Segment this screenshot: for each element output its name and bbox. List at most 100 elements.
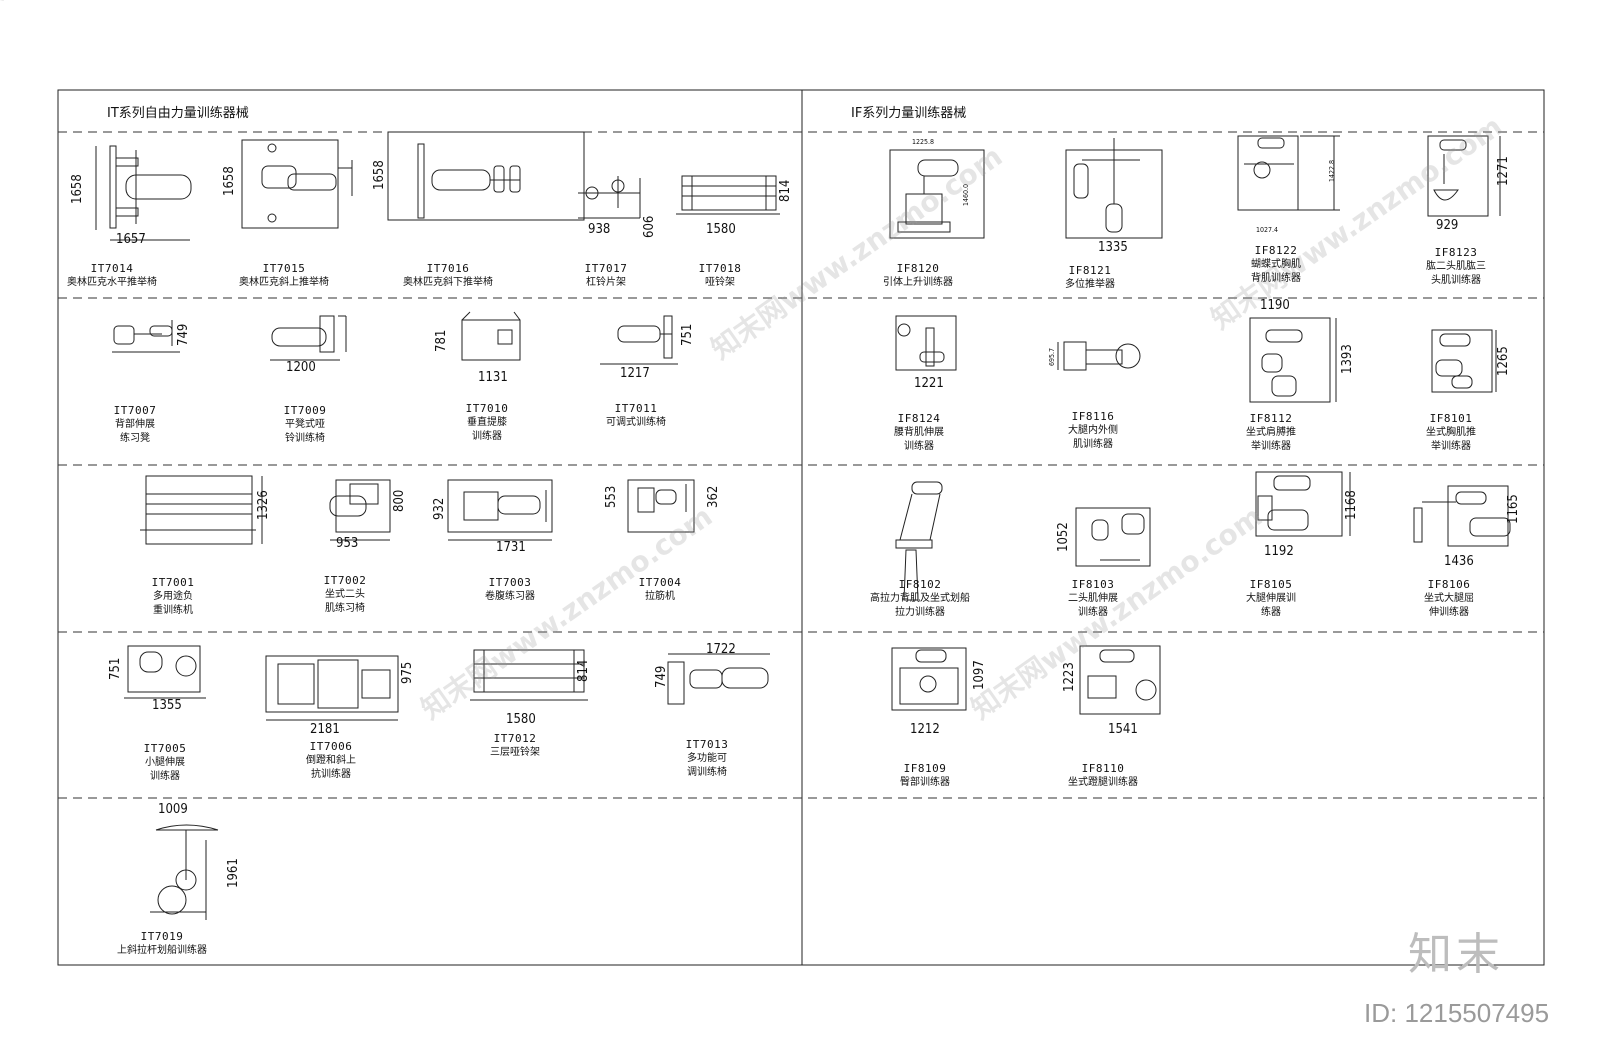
dim-it7014-h: 1658 xyxy=(70,174,85,204)
name: 奥林匹克水平推举椅 xyxy=(67,277,157,288)
name: 多功能可 调训练椅 xyxy=(687,753,727,778)
code: IF8103 xyxy=(1071,578,1115,591)
if8103-drawing xyxy=(1075,507,1151,567)
dim-if8110-w: 1541 xyxy=(1108,722,1138,737)
it-series-title: IT系列自由力量训练器械 xyxy=(107,106,249,121)
dim-it7018-h: 814 xyxy=(778,179,793,202)
if8101-drawing xyxy=(1431,329,1497,393)
dim-it7006-w: 2181 xyxy=(310,722,340,737)
dim-it7002-w: 953 xyxy=(336,536,359,551)
name: 奥林匹克斜上推举椅 xyxy=(239,277,329,288)
it7018-drawing xyxy=(676,175,780,215)
dim-it7010-w: 1131 xyxy=(478,370,508,385)
code: IF8124 xyxy=(897,412,941,425)
label-it7013: IT7013 多功能可 调训练椅 xyxy=(672,738,742,780)
brand-logo: 知末 xyxy=(1408,929,1504,980)
code: IT7009 xyxy=(283,404,327,417)
label-if8121: IF8121 多位推举器 xyxy=(1050,264,1130,292)
name: 平凳式哑 铃训练椅 xyxy=(285,419,325,444)
code: IT7016 xyxy=(426,262,470,275)
code: IF8122 xyxy=(1254,244,1298,257)
code: IT7007 xyxy=(113,404,157,417)
dim-if8109-w: 1212 xyxy=(910,722,940,737)
it7013-drawing xyxy=(667,653,770,705)
it7004-drawing xyxy=(627,479,695,533)
dim-it7003-w: 1731 xyxy=(496,540,526,555)
name: 上斜拉杆划船训练器 xyxy=(117,945,207,956)
row-dividers xyxy=(58,131,1544,799)
dim-it7018-w: 1580 xyxy=(706,222,736,237)
name: 坐式二头 肌练习椅 xyxy=(325,589,365,614)
dim-if8120-w: 1225.8 xyxy=(912,138,935,146)
label-it7005: IT7005 小腿伸展 训练器 xyxy=(130,742,200,784)
code: IF8123 xyxy=(1434,246,1478,259)
name: 坐式大腿屈 伸训练器 xyxy=(1424,593,1474,618)
name: 二头肌伸展 训练器 xyxy=(1068,593,1118,618)
code: IT7013 xyxy=(685,738,729,751)
dim-it7006-h: 975 xyxy=(400,661,415,684)
name: 杠铃片架 xyxy=(586,277,626,288)
name: 多位推举器 xyxy=(1065,279,1115,290)
dim-it7005-h: 751 xyxy=(108,657,123,680)
if8109-drawing xyxy=(891,647,967,711)
if8124-drawing xyxy=(895,315,957,371)
it7003-drawing xyxy=(447,479,553,541)
it7007-drawing xyxy=(112,320,180,353)
it7014-drawing xyxy=(95,145,192,241)
if8105-drawing xyxy=(1255,471,1351,537)
dim-if8121-w: 1335 xyxy=(1098,240,1128,255)
dim-it7002-h: 800 xyxy=(392,489,407,512)
dim-it7017-h: 606 xyxy=(642,215,657,238)
dim-if8105-h: 1168 xyxy=(1344,490,1359,520)
it7005-drawing xyxy=(124,645,206,699)
code: IF8110 xyxy=(1081,762,1125,775)
label-if8124: IF8124 腰背肌伸展 训练器 xyxy=(884,412,954,454)
name: 蝴蝶式胸肌 背肌训练器 xyxy=(1251,259,1301,284)
dim-it7019-h: 1961 xyxy=(226,858,241,888)
dim-it7005-w: 1355 xyxy=(152,698,182,713)
dim-if8103-h: 1052 xyxy=(1056,522,1071,552)
dim-it7017-w: 938 xyxy=(588,222,611,237)
name: 腰背肌伸展 训练器 xyxy=(894,427,944,452)
dim-if8123-h: 1271 xyxy=(1496,156,1511,186)
dim-if8122-h: 1422.8 xyxy=(1328,159,1336,182)
dim-it7012-w: 1580 xyxy=(506,712,536,727)
dim-if8124-w: 1221 xyxy=(914,376,944,391)
name: 高拉力背肌及坐式划船 拉力训练器 xyxy=(870,593,970,618)
equipment-drawings xyxy=(95,131,1511,920)
name: 三层哑铃架 xyxy=(490,747,540,758)
code: IT7006 xyxy=(309,740,353,753)
dim-it7010-h: 781 xyxy=(434,329,449,352)
dim-if8122-w: 1027.4 xyxy=(1256,226,1279,234)
dim-it7009-w: 1200 xyxy=(286,360,316,375)
dim-it7011-h: 751 xyxy=(680,323,695,346)
code: IF8101 xyxy=(1429,412,1473,425)
code: IF8105 xyxy=(1249,578,1293,591)
code: IF8121 xyxy=(1068,264,1112,277)
name: 垂直提膝 训练器 xyxy=(467,417,507,442)
code: IF8109 xyxy=(903,762,947,775)
name: 引体上升训练器 xyxy=(883,277,953,288)
dim-it7014-w: 1657 xyxy=(116,232,146,247)
code: IT7005 xyxy=(143,742,187,755)
code: IT7002 xyxy=(323,574,367,587)
name: 小腿伸展 训练器 xyxy=(145,757,185,782)
if8121-drawing xyxy=(1065,138,1163,239)
code: IT7004 xyxy=(638,576,682,589)
if8110-drawing xyxy=(1079,645,1161,715)
